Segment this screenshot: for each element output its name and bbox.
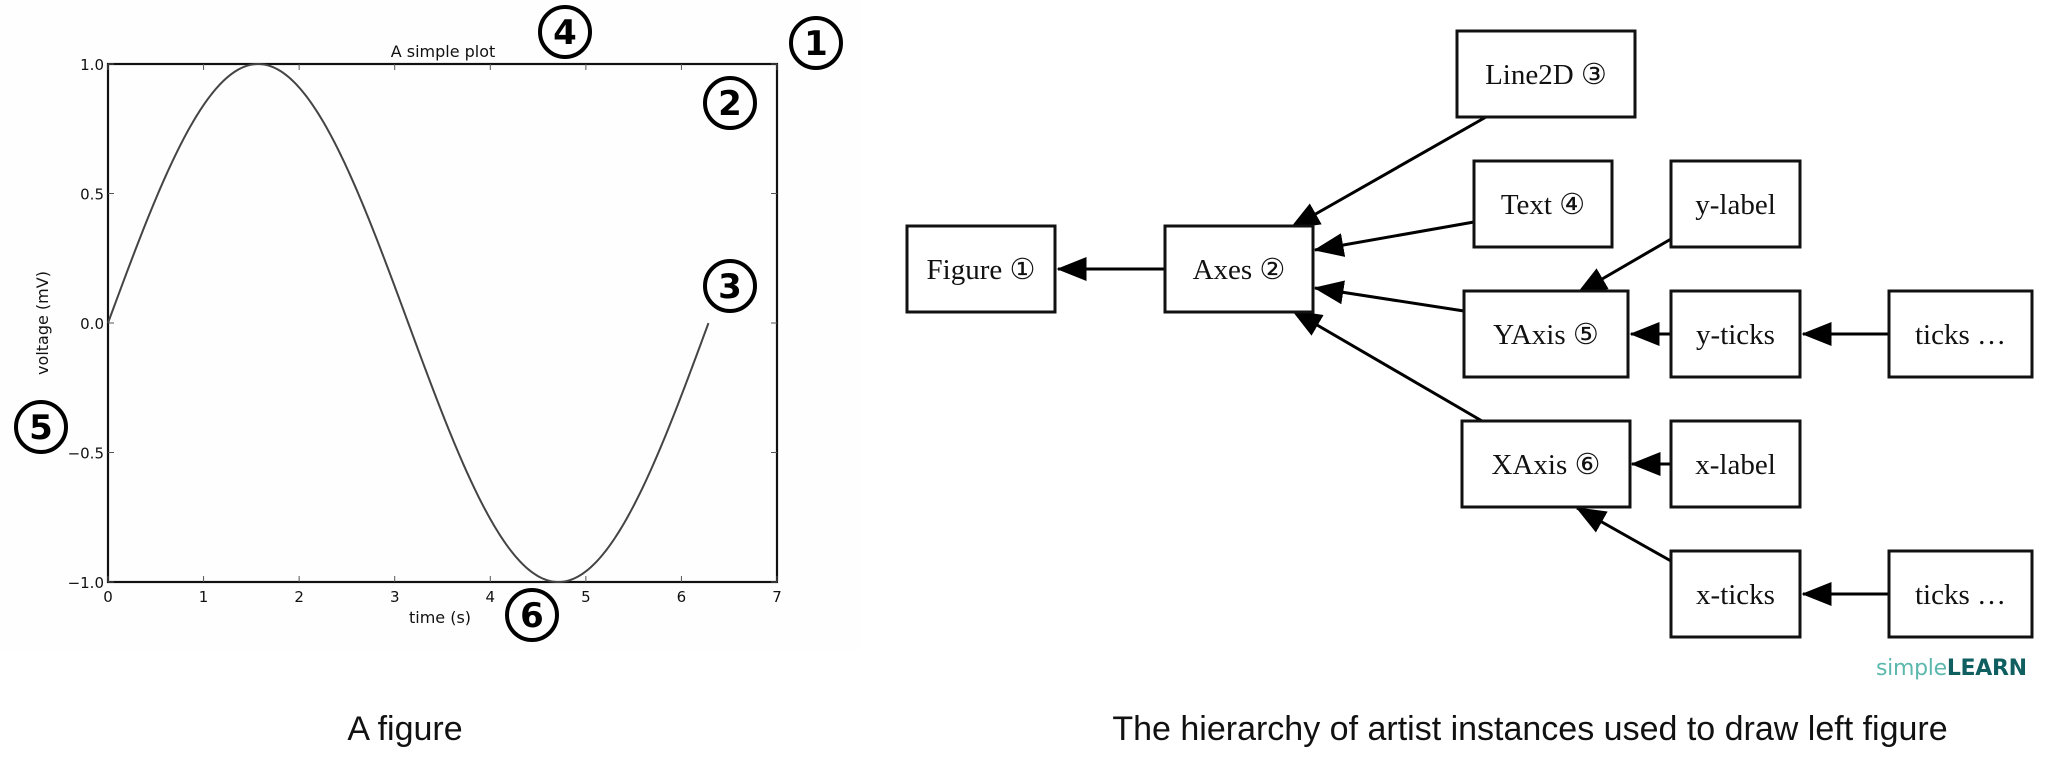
marker-3-glyph: 3 [718, 267, 742, 307]
marker-4-glyph: 4 [553, 13, 577, 53]
edge-ylabel-to-yaxis [1576, 237, 1672, 295]
left-figure-caption: A figure [347, 710, 463, 748]
node-label: y-label [1695, 189, 1776, 221]
marker-4: 4 [538, 5, 592, 59]
node-label: ticks … [1915, 319, 2006, 351]
node-label: Axes ② [1193, 254, 1286, 286]
node-label: Figure ① [927, 254, 1036, 286]
edge-xticks-to-xaxis [1575, 506, 1672, 563]
diagram-caption: The hierarchy of artist instances used t… [1112, 710, 1948, 748]
sine-line [107, 62, 710, 584]
marker-5: 5 [14, 400, 68, 454]
node-figure: Figure ① [905, 224, 1057, 314]
marker-6: 6 [505, 588, 559, 642]
simplelearn-logo: simpleLEARN [1876, 656, 2027, 681]
y-tick-label: 0.5 [80, 186, 104, 204]
marker-5-glyph: 5 [29, 408, 53, 448]
marker-3: 3 [703, 259, 757, 313]
node-box [905, 224, 1057, 314]
x-tick-label: 6 [677, 588, 687, 606]
node-line2d: Line2D ③ [1455, 29, 1637, 119]
node-box [1472, 159, 1614, 249]
x-tick-label: 2 [294, 588, 304, 606]
x-tick-label: 7 [772, 588, 782, 606]
tick-marks [107, 63, 778, 583]
marker-2-glyph: 2 [718, 84, 742, 124]
x-axis-label: time (s) [409, 608, 471, 627]
node-label: Text ④ [1501, 189, 1585, 221]
marker-6-glyph: 6 [520, 596, 544, 636]
node-box [1669, 549, 1802, 639]
node-label: x-label [1695, 449, 1776, 481]
node-box [1887, 289, 2034, 379]
diagram-nodes: Figure ① Axes ② Line2D ③ Text ④ YAxis ⑤ XAxis… [905, 29, 2034, 639]
edge-yaxis-to-axes [1313, 280, 1465, 313]
x-tick-label: 3 [390, 588, 400, 606]
axes-frame [106, 62, 779, 584]
node-label: x-ticks [1696, 579, 1775, 611]
node-axes: Axes ② [1163, 224, 1315, 314]
node-box [1887, 549, 2034, 639]
node-xlabel: x-label [1669, 419, 1802, 509]
node-box [1669, 419, 1802, 509]
y-tick-label: −1.0 [68, 574, 104, 592]
x-tick-label: 1 [199, 588, 209, 606]
node-box [1460, 419, 1632, 509]
y-tick-label: 1.0 [80, 56, 104, 74]
node-box [1669, 289, 1802, 379]
node-box [1163, 224, 1315, 314]
node-xaxis: XAxis ⑥ [1460, 419, 1632, 509]
node-box [1462, 289, 1630, 379]
node-yticks-more: ticks … [1887, 289, 2034, 379]
edge-text-to-axes [1313, 220, 1475, 257]
node-label: Line2D ③ [1485, 59, 1607, 91]
node-box [1455, 29, 1637, 119]
x-tick-label: 4 [486, 588, 496, 606]
node-yticks: y-ticks [1669, 289, 1802, 379]
marker-1-glyph: 1 [804, 24, 828, 64]
node-label: ticks … [1915, 579, 2006, 611]
marker-2: 2 [703, 76, 757, 130]
figure-panel [0, 0, 860, 650]
node-label: y-ticks [1696, 319, 1775, 351]
node-box [1669, 159, 1802, 249]
edge-xaxis-to-axes [1291, 309, 1483, 423]
node-xticks: x-ticks [1669, 549, 1802, 639]
logo-light-text: simple [1876, 656, 1947, 681]
x-tick-label: 0 [103, 588, 113, 606]
node-text: Text ④ [1472, 159, 1614, 249]
y-tick-label: 0.0 [80, 315, 104, 333]
tick-labels: 0 1 2 3 4 5 6 7 −1.0 −0.5 0.0 0.5 1.0 [68, 56, 782, 606]
edge-line2d-to-axes [1289, 115, 1487, 230]
artist-hierarchy-diagram: Figure ① Axes ② Line2D ③ Text ④ YAxis ⑤ XAxis… [905, 29, 2034, 639]
plot-title: A simple plot [391, 42, 496, 61]
marker-1: 1 [789, 16, 843, 70]
y-tick-label: −0.5 [68, 445, 104, 463]
node-xticks-more: ticks … [1887, 549, 2034, 639]
x-tick-label: 5 [581, 588, 591, 606]
diagram-edges [1056, 115, 1889, 606]
logo-bold-text: LEARN [1946, 656, 2027, 681]
node-yaxis: YAxis ⑤ [1462, 289, 1630, 379]
y-axis-label: voltage (mV) [33, 271, 52, 375]
node-ylabel: y-label [1669, 159, 1802, 249]
node-label: YAxis ⑤ [1493, 319, 1599, 351]
node-label: XAxis ⑥ [1492, 449, 1601, 481]
